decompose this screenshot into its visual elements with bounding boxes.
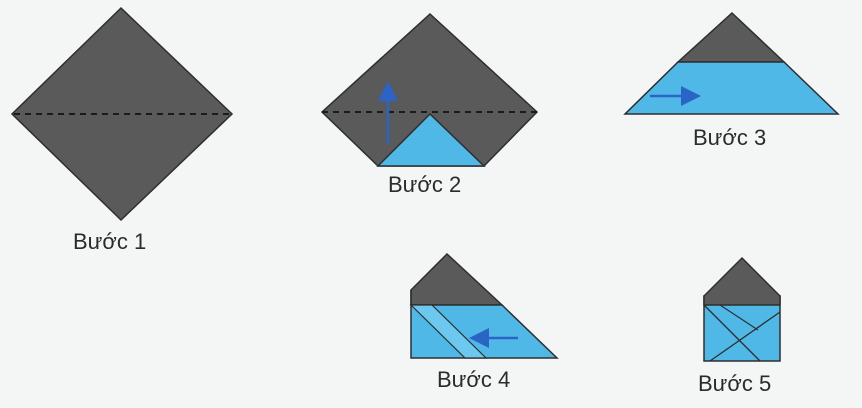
step-2-figure <box>320 12 539 167</box>
step-5-flap-line-a <box>703 304 761 362</box>
step-5-flap-line-b <box>709 311 781 362</box>
step-2-label: Bước 2 <box>388 172 462 197</box>
step-4-gray-top <box>410 252 504 306</box>
step-3-blue-band <box>623 61 840 115</box>
step-3-label: Bước 3 <box>693 125 767 150</box>
step-1-figure <box>10 6 234 222</box>
step-3-figure <box>623 11 840 115</box>
step-4-figure <box>409 252 559 359</box>
step-3-gray-top <box>676 11 786 63</box>
step-1-label: Bước 1 <box>73 229 147 254</box>
step-2-blue-flap <box>376 112 486 167</box>
step-5-flap-line-c <box>719 304 759 331</box>
step-5-figure <box>703 256 781 362</box>
step-4-blue-folded-flap <box>409 304 488 359</box>
step-5-label: Bước 5 <box>698 371 772 396</box>
step-1-square-paper <box>10 6 234 222</box>
step-4-label: Bước 4 <box>437 367 511 392</box>
step-5-gray-top-flap <box>703 256 781 306</box>
